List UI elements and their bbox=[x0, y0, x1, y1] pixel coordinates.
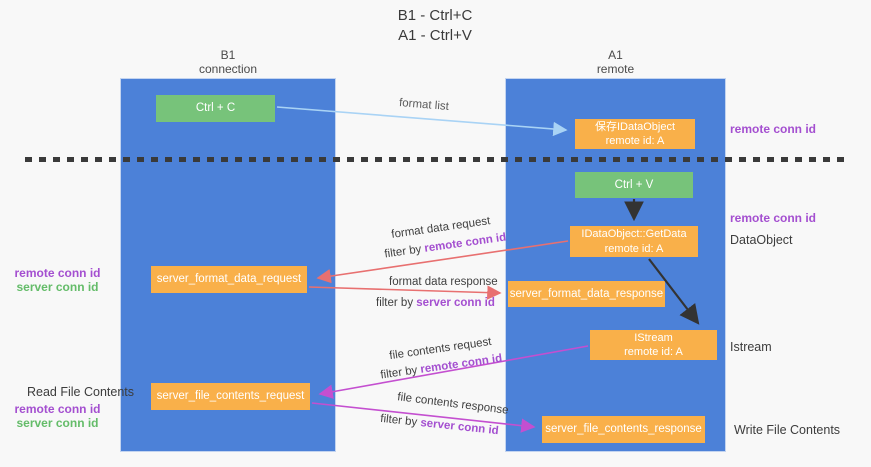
file-contents-response-label: file contents response bbox=[396, 391, 510, 417]
getdata-line1: IDataObject::GetData bbox=[581, 228, 687, 241]
getdata-line2: remote id: A bbox=[604, 242, 664, 255]
remote-conn-id-annotation-top: remote conn id bbox=[730, 122, 817, 136]
server-file-contents-response-node: server_file_contents_response bbox=[542, 416, 705, 443]
ctrl-v-label: Ctrl + V bbox=[614, 178, 654, 191]
title-line-1: B1 - Ctrl+C bbox=[397, 7, 473, 24]
diagram-title: B1 - Ctrl+C A1 - Ctrl+V bbox=[340, 6, 530, 46]
istream-annotation: Istream bbox=[730, 340, 772, 354]
lifeline-header-b1: B1 connection bbox=[120, 48, 336, 76]
server-conn-id-annotation-left: server conn id bbox=[16, 280, 99, 294]
save-dataobject-node: 保存IDataObject remote id: A bbox=[575, 119, 695, 149]
server-format-data-response-label: server_format_data_response bbox=[509, 287, 664, 300]
filter-by-text: filter by bbox=[379, 364, 419, 382]
title-line-2: A1 - Ctrl+V bbox=[398, 27, 472, 44]
server-format-data-request-node: server_format_data_request bbox=[151, 266, 307, 293]
lifeline-b1-title: B1 bbox=[220, 48, 236, 62]
getdata-node: IDataObject::GetData remote id: A bbox=[570, 226, 698, 257]
filter-by-text: filter by bbox=[383, 243, 423, 261]
remote-conn-id-annotation-mid: remote conn id bbox=[730, 211, 817, 225]
lifeline-b1-subtitle: connection bbox=[198, 62, 258, 76]
filter-by-server-conn-id-label-2: filter by server conn id bbox=[380, 413, 500, 437]
server-file-contents-request-label: server_file_contents_request bbox=[156, 390, 305, 403]
server-file-contents-response-label: server_file_contents_response bbox=[545, 423, 702, 436]
left-mid-annotation: remote conn id server conn id bbox=[0, 266, 115, 294]
remote-conn-id-text: remote conn id bbox=[423, 231, 507, 255]
server-conn-id-annotation-left-bottom: server conn id bbox=[16, 416, 99, 430]
istream-line1: IStream bbox=[634, 331, 673, 344]
server-format-data-request-label: server_format_data_request bbox=[156, 273, 302, 286]
save-dataobject-line1: 保存IDataObject bbox=[594, 120, 676, 133]
server-format-data-response-node: server_format_data_response bbox=[508, 281, 665, 307]
istream-line2: remote id: A bbox=[624, 346, 683, 358]
filter-by-text: filter by bbox=[376, 297, 414, 309]
ctrl-c-label: Ctrl + C bbox=[195, 102, 236, 115]
ctrl-v-node: Ctrl + V bbox=[575, 172, 693, 198]
server-file-contents-request-node: server_file_contents_request bbox=[151, 383, 310, 410]
read-file-contents-annotation: Read File Contents bbox=[27, 385, 135, 399]
server-conn-id-text: server conn id bbox=[419, 417, 500, 438]
remote-conn-id-annotation-left-bottom: remote conn id bbox=[14, 402, 101, 416]
format-list-label: format list bbox=[398, 97, 450, 113]
filter-by-text: filter by bbox=[379, 412, 418, 429]
save-dataobject-line2: remote id: A bbox=[605, 135, 665, 147]
istream-node: IStream remote id: A bbox=[590, 330, 717, 360]
phase-divider-dashed-line bbox=[25, 157, 845, 162]
dataobject-annotation: DataObject bbox=[730, 233, 793, 247]
lifeline-a1-title: A1 bbox=[608, 48, 623, 62]
format-data-response-label: format data response bbox=[389, 276, 498, 288]
server-conn-id-text: server conn id bbox=[416, 297, 495, 309]
remote-conn-id-annotation-left: remote conn id bbox=[14, 266, 101, 280]
ctrl-c-node: Ctrl + C bbox=[156, 95, 275, 122]
filter-by-server-conn-id-label-1: filter by server conn id bbox=[376, 297, 495, 309]
lifeline-a1-subtitle: remote bbox=[596, 62, 635, 76]
write-file-contents-annotation: Write File Contents bbox=[734, 423, 841, 437]
lifeline-header-a1: A1 remote bbox=[505, 48, 726, 76]
left-bottom-annotation: remote conn id server conn id bbox=[0, 402, 115, 430]
